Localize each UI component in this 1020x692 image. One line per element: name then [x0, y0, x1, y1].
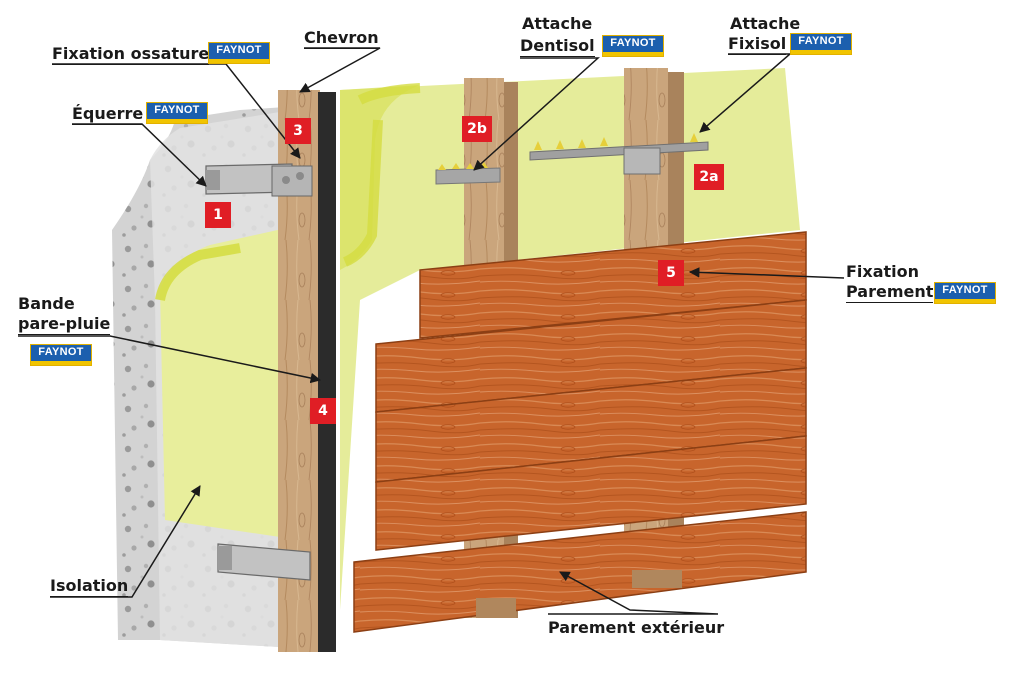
label-bande-line1: Bande — [18, 294, 75, 313]
insulation-panel-left — [160, 225, 300, 540]
faynot-logo-fixisol: FAYNOT — [790, 33, 852, 55]
label-isolation: Isolation — [50, 576, 129, 597]
rain-barrier-strip — [318, 92, 336, 652]
label-attache-dentisol-line2: Dentisol — [520, 36, 595, 57]
faynot-logo-dentisol: FAYNOT — [602, 35, 664, 57]
insulation-panel-main — [340, 68, 800, 610]
label-attache-dentisol-line1: Attache — [522, 14, 593, 33]
wood-cladding — [353, 231, 807, 633]
fixisol-bracket — [623, 147, 661, 175]
badge-3: 3 — [285, 118, 311, 144]
label-fixation-ossature: Fixation ossature — [52, 44, 210, 65]
faynot-logo-parement: FAYNOT — [934, 282, 996, 304]
label-attache-fixisol-line1: Attache — [730, 14, 801, 33]
label-bande-line2: pare-pluie — [18, 314, 111, 335]
dentisol-clip — [435, 167, 501, 185]
label-attache-fixisol-line2: Fixisol — [728, 34, 787, 55]
faynot-logo-ossature: FAYNOT — [208, 42, 270, 64]
label-fixation-parement-line2: Parement — [846, 282, 934, 303]
faynot-logo-equerre: FAYNOT — [146, 102, 208, 124]
badge-4: 4 — [310, 398, 336, 424]
faynot-logo-bande: FAYNOT — [30, 344, 92, 366]
label-fixation-parement-line1: Fixation — [846, 262, 920, 281]
label-equerre: Équerre — [72, 104, 144, 125]
label-chevron: Chevron — [304, 28, 379, 49]
badge-2b: 2b — [462, 116, 492, 142]
badge-1: 1 — [205, 202, 231, 228]
label-parement-exterieur: Parement extérieur — [548, 618, 725, 637]
fixisol-rail — [529, 141, 709, 161]
badge-2a: 2a — [694, 164, 724, 190]
badge-5: 5 — [658, 260, 684, 286]
